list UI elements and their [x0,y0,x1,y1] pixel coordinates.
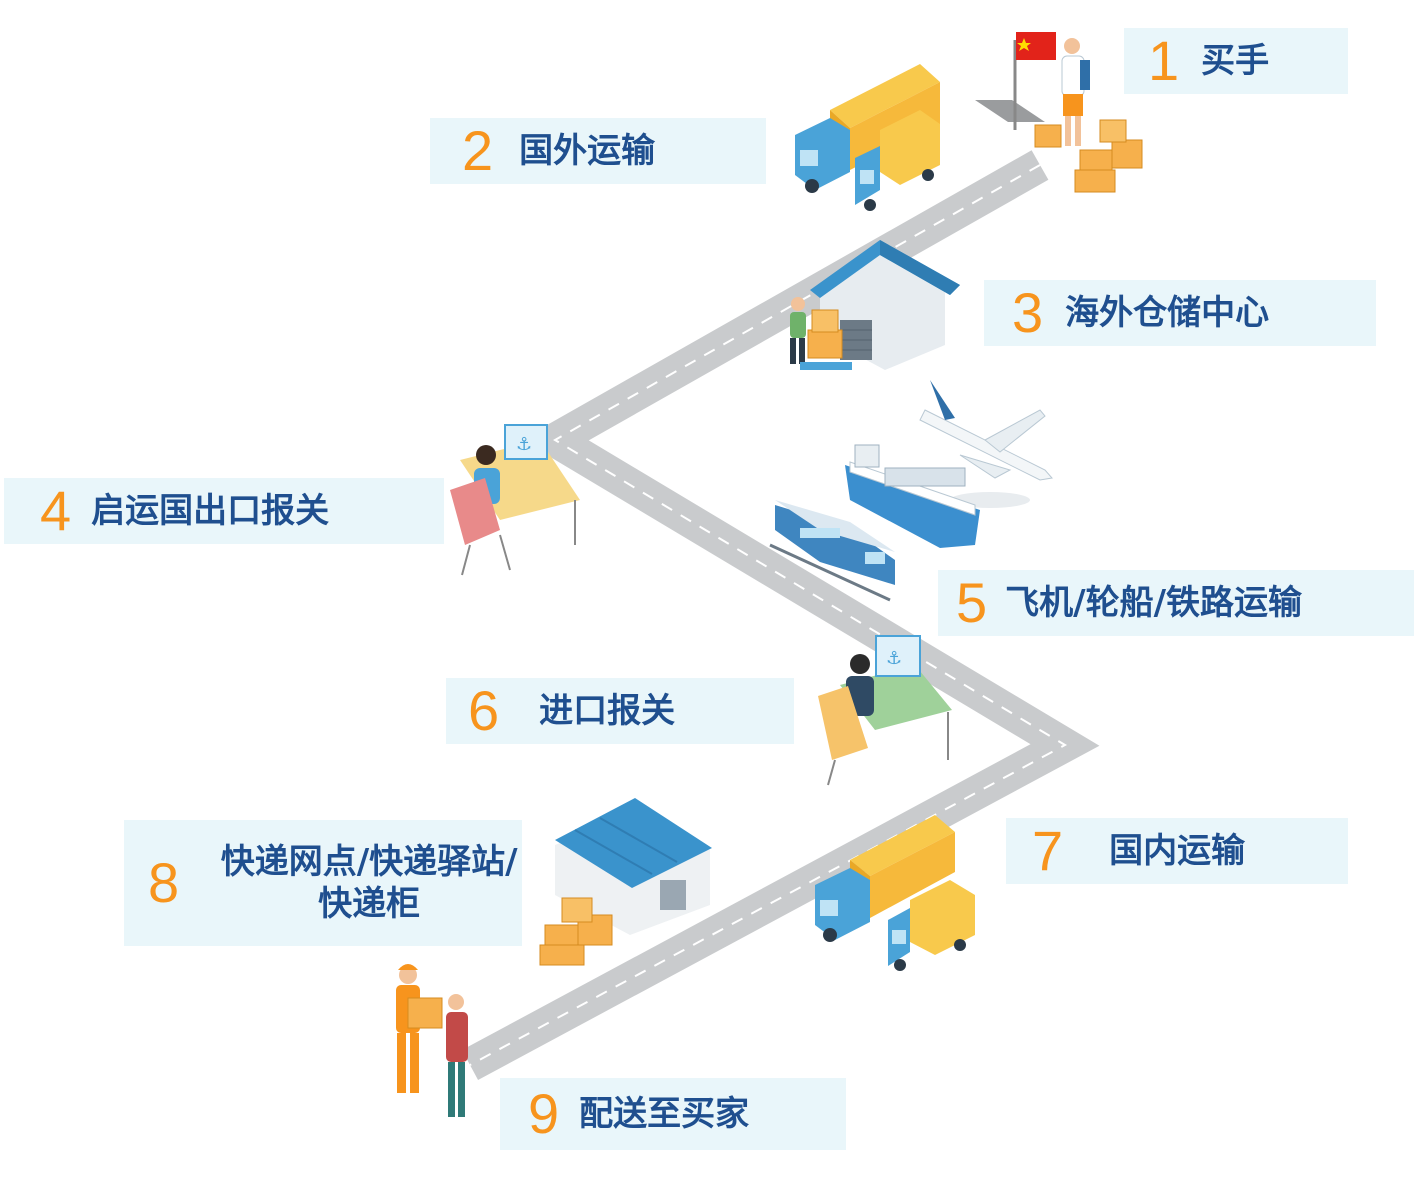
step-number: 4 [40,479,72,542]
step-6-label: 6 进口报关 [446,678,794,744]
flag-icon [1013,32,1056,130]
boxes-icon [1034,119,1143,193]
step-7-label: 7 国内运输 [1006,818,1348,884]
truck-icon [795,64,940,211]
step-title: 国内运输 [1109,830,1246,871]
warehouse-icon [555,798,712,935]
customs-officer-icon: ⚓ [818,635,952,786]
worker-icon [790,297,852,370]
delivery-person-icon [396,964,468,1117]
step-number: 7 [1032,819,1064,882]
step-number: 8 [148,851,180,914]
step-number: 2 [462,119,494,182]
step-4-label: 4 启运国出口报关 [4,478,444,544]
boxes-icon [539,897,613,966]
step-9-label: 9 配送至买家 [500,1078,846,1150]
step-title: 配送至买家 [579,1093,750,1134]
buyer-icon [1061,38,1090,146]
step-title: 买手 [1201,40,1270,81]
step-title: 快递网点/快递驿站/快递柜 [220,841,518,925]
step-title: 国外运输 [519,130,656,171]
step-title: 启运国出口报关 [91,490,330,531]
step-number: 1 [1148,29,1180,92]
step-title: 海外仓储中心 [1065,292,1270,333]
step-number: 5 [956,571,988,634]
step-2-label: 2 国外运输 [430,118,766,184]
step-number: 3 [1012,281,1044,344]
airplane-icon [919,380,1053,508]
step-number: 9 [528,1082,560,1145]
step-title: 进口报关 [539,690,676,731]
train-icon [769,500,895,602]
step-8-label: 8 快递网点/快递驿站/快递柜 [124,820,522,946]
desk-clerk-icon: ⚓ [450,424,580,576]
warehouse-icon [810,240,960,370]
step-title: 飞机/轮船/铁路运输 [1005,582,1302,623]
truck-icon [815,815,975,971]
step-3-label: 3 海外仓储中心 [984,280,1376,346]
step-5-label: 5 飞机/轮船/铁路运输 [938,570,1414,636]
svg-text:⚓: ⚓ [516,434,532,455]
ship-icon [845,444,980,548]
step-1-label: 1 买手 [1124,28,1348,94]
svg-text:⚓: ⚓ [886,648,902,669]
step-number: 6 [468,679,500,742]
